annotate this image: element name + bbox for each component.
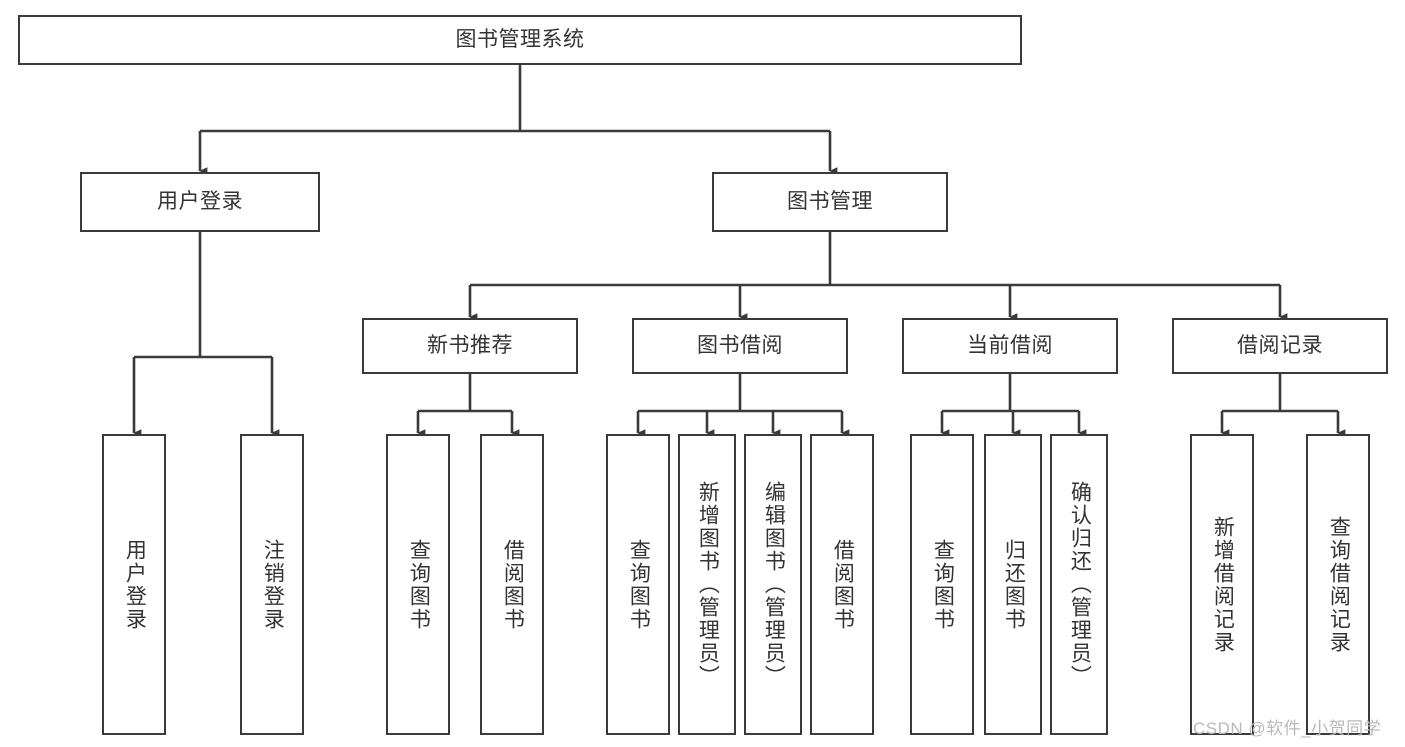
node-leaf-cb-query[interactable]: 查询图书	[910, 434, 974, 735]
node-leaf-cb-confirm[interactable]: 确认归还（管理员）	[1050, 434, 1108, 735]
node-root[interactable]: 图书管理系统	[18, 15, 1022, 65]
node-label: 查询图书	[627, 538, 651, 631]
node-leaf-bb-edit[interactable]: 编辑图书（管理员）	[744, 434, 802, 735]
node-label: 确认归还（管理员）	[1068, 481, 1092, 688]
node-borrow-record[interactable]: 借阅记录	[1172, 318, 1388, 374]
node-label: 注销登录	[261, 538, 285, 631]
node-label: 新增图书（管理员）	[696, 481, 720, 688]
node-label: 图书管理系统	[455, 28, 585, 52]
node-new-book-rec[interactable]: 新书推荐	[362, 318, 578, 374]
csdn-watermark: CSDN @软件_小贺同学	[1193, 719, 1382, 738]
node-leaf-user-login[interactable]: 用户登录	[102, 434, 166, 735]
node-label: 当前借阅	[967, 334, 1053, 358]
node-current-borrow[interactable]: 当前借阅	[902, 318, 1118, 374]
node-leaf-nb-borrow[interactable]: 借阅图书	[480, 434, 544, 735]
node-label: 借阅图书	[501, 538, 525, 631]
node-book-manage[interactable]: 图书管理	[712, 172, 948, 232]
node-label: 归还图书	[1002, 538, 1026, 631]
node-label: 用户登录	[157, 190, 243, 214]
node-user-login[interactable]: 用户登录	[80, 172, 320, 232]
node-label: 借阅记录	[1237, 334, 1323, 358]
node-leaf-bb-query[interactable]: 查询图书	[606, 434, 670, 735]
node-label: 查询图书	[931, 538, 955, 631]
node-label: 新书推荐	[427, 334, 513, 358]
node-leaf-br-query[interactable]: 查询借阅记录	[1306, 434, 1370, 735]
node-leaf-bb-borrow[interactable]: 借阅图书	[810, 434, 874, 735]
node-label: 借阅图书	[831, 538, 855, 631]
node-label: 查询借阅记录	[1327, 515, 1351, 654]
node-label: 用户登录	[123, 538, 147, 631]
node-book-borrow[interactable]: 图书借阅	[632, 318, 848, 374]
node-label: 图书管理	[787, 190, 873, 214]
node-label: 新增借阅记录	[1211, 515, 1235, 654]
node-leaf-nb-query[interactable]: 查询图书	[386, 434, 450, 735]
node-label: 图书借阅	[697, 334, 783, 358]
node-leaf-user-logout[interactable]: 注销登录	[240, 434, 304, 735]
node-label: 查询图书	[407, 538, 431, 631]
node-leaf-br-add[interactable]: 新增借阅记录	[1190, 434, 1254, 735]
node-leaf-bb-add[interactable]: 新增图书（管理员）	[678, 434, 736, 735]
node-label: 编辑图书（管理员）	[762, 481, 786, 688]
node-leaf-cb-return[interactable]: 归还图书	[984, 434, 1042, 735]
